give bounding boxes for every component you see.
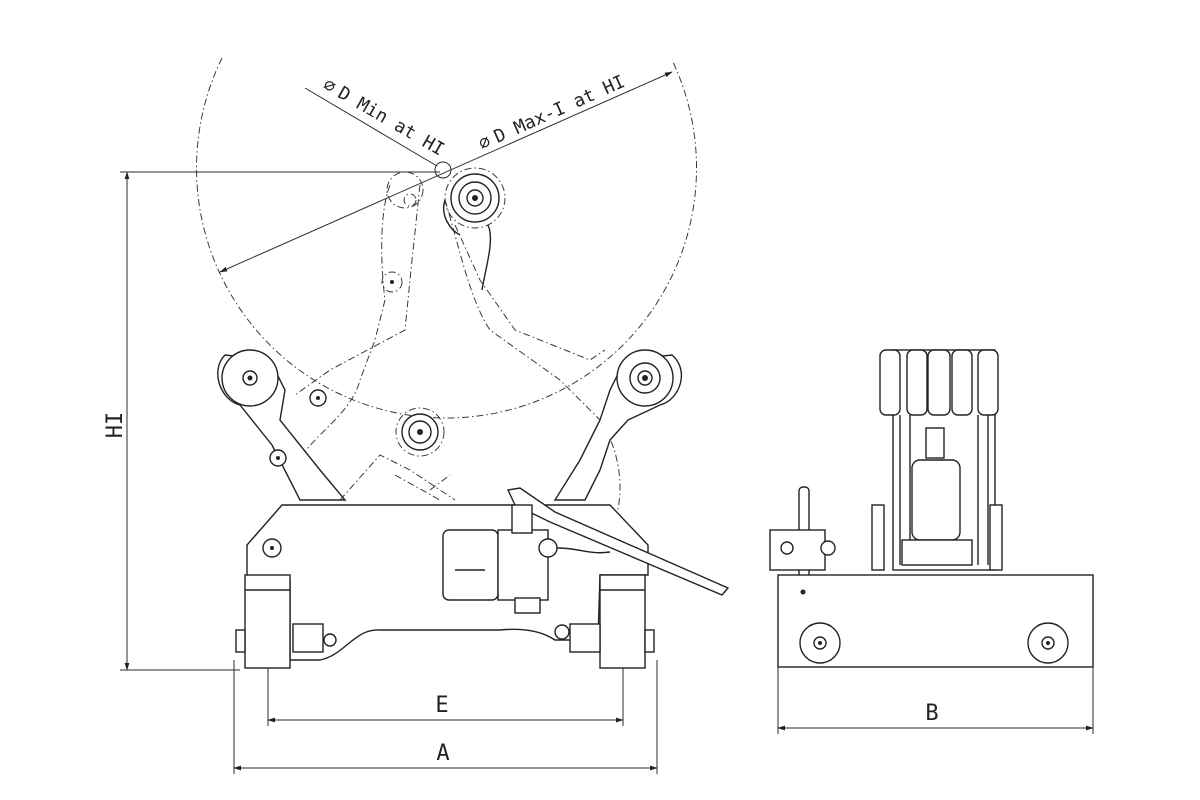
side-wheel-left-pin (818, 641, 822, 645)
left-arm-pin-c (276, 456, 280, 460)
pump-handle-socket (511, 504, 533, 534)
top-roller-pin (472, 195, 478, 201)
top-roller-hub (466, 189, 484, 207)
e-label: E (435, 693, 448, 718)
top-left-roller-hidden (386, 171, 424, 209)
dimension-h1: HI (103, 171, 440, 671)
pump-valve (514, 597, 541, 614)
side-valve-knob (820, 540, 836, 556)
right-roller-hub (637, 370, 653, 386)
dimension-b: B (777, 667, 1094, 734)
side-bracket-left (871, 504, 885, 571)
side-wheel-right-pin (1046, 641, 1050, 645)
pump-reservoir (442, 529, 499, 601)
left-roller-pin (247, 375, 253, 381)
upper-arm-hidden-2 (444, 199, 621, 521)
side-wheel-left-hub (813, 636, 827, 650)
pin-hidden-1-c (390, 280, 394, 284)
top-roller-inner (458, 181, 492, 215)
side-base-pin (800, 589, 806, 595)
side-valve-knob-2 (780, 541, 794, 555)
top-arm-curve (443, 199, 492, 291)
center-roller-inner (408, 420, 432, 444)
pump-body (497, 529, 549, 601)
left-bolt-nut (323, 633, 337, 647)
upper-arm-hidden-4 (454, 224, 606, 361)
d-max-leader (219, 71, 673, 273)
jack-cylinder (911, 459, 961, 541)
left-roller-hub (242, 370, 258, 386)
upper-arm-hidden-3 (294, 184, 421, 396)
cylinder-hidden (339, 454, 456, 501)
side-view (769, 349, 1094, 668)
side-wheel-right-hub (1041, 636, 1055, 650)
d-max-label: ⌀D Max-I at HI (475, 71, 628, 154)
right-wheel-block (599, 574, 646, 669)
pin-hidden-2 (403, 193, 417, 207)
pin-hidden-1 (381, 271, 403, 293)
side-valve (769, 529, 826, 571)
right-roller-pin (642, 375, 648, 381)
top-roller-outer (444, 167, 506, 229)
side-roller-3 (951, 349, 973, 416)
right-roller-inner (629, 362, 661, 394)
pump-hose (556, 547, 611, 554)
center-roller-pin (417, 429, 423, 435)
front-view (196, 57, 730, 669)
side-bracket-right (989, 504, 1003, 571)
side-roller-mid (927, 349, 951, 416)
left-axle-cap (235, 629, 246, 653)
d-min-label: ⌀D Min at HI (320, 74, 448, 160)
side-roller-2 (906, 349, 928, 416)
max-diameter-circle (196, 57, 697, 419)
left-bolt (292, 623, 324, 653)
pump-knob (538, 538, 558, 558)
dimension-e: E (267, 668, 624, 726)
base-left-hole-c (270, 546, 274, 550)
left-wheel-block (244, 574, 291, 669)
side-roller-4 (977, 349, 999, 416)
right-axle-cap (644, 629, 655, 653)
center-roller-outer (395, 407, 445, 457)
jack-cylinder-top (925, 427, 945, 459)
right-bolt (569, 623, 601, 653)
dimension-a: A (233, 660, 658, 774)
a-label: A (436, 741, 449, 766)
b-label: B (925, 701, 938, 726)
mid-pin-c (316, 396, 320, 400)
side-roller-1 (879, 349, 901, 416)
right-bolt-nut (554, 624, 570, 640)
jack-base (901, 539, 973, 566)
h1-label: HI (103, 412, 128, 439)
